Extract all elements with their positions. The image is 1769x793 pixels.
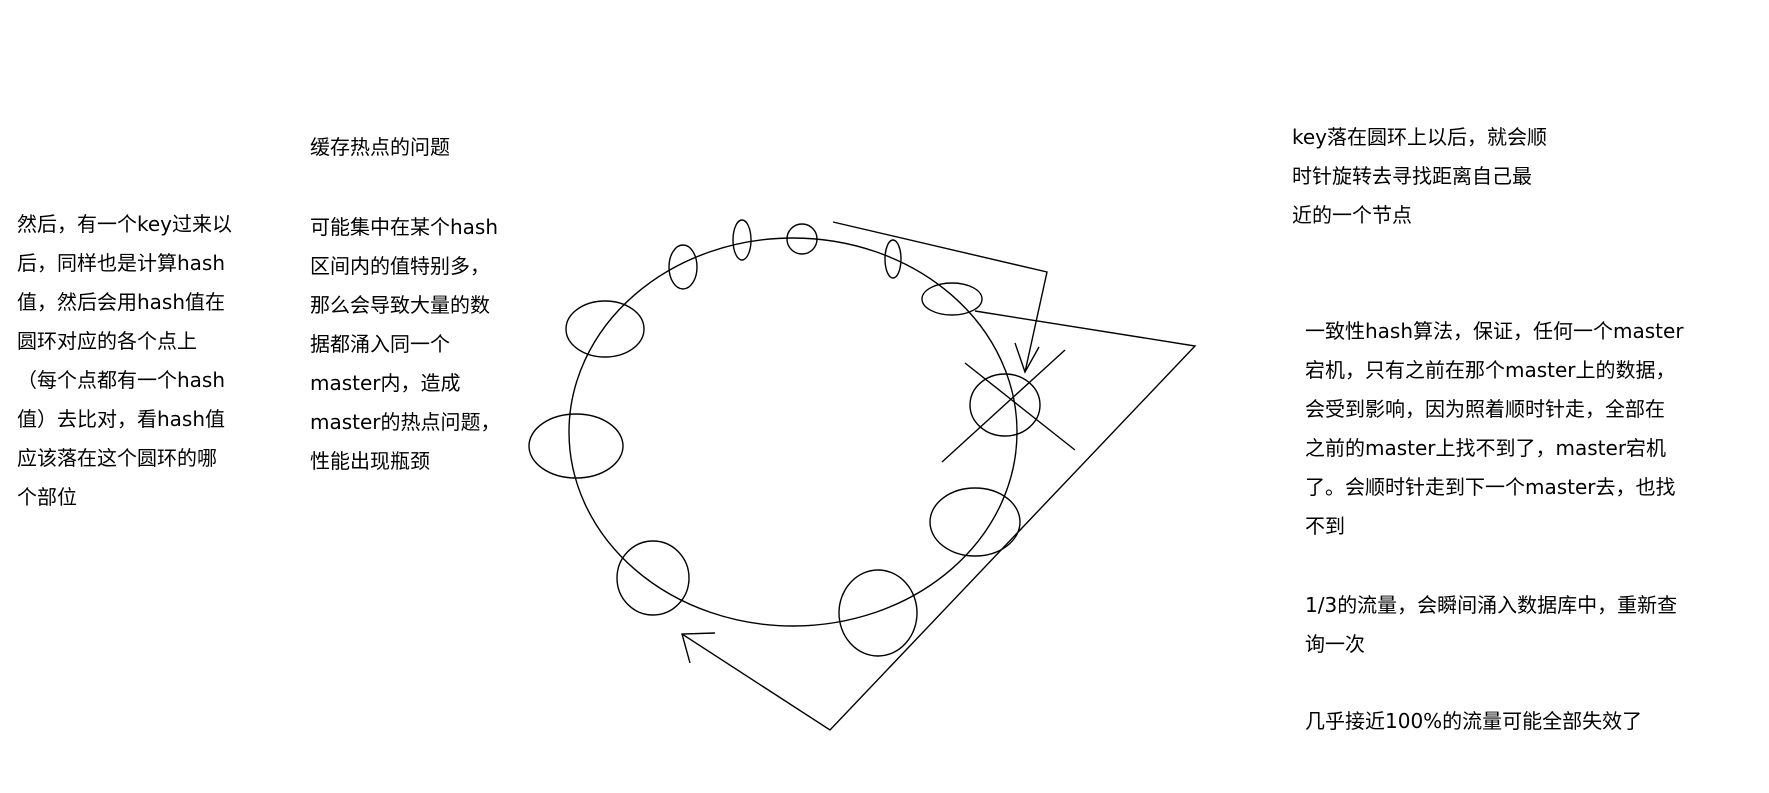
consistent-hash-note: 一致性hash算法，保证，任何一个master 宕机，只有之前在那个master… [1305,319,1684,538]
all-traffic-note: 几乎接近100%的流量可能全部失效了 [1305,709,1643,733]
ring-node [884,239,902,279]
clockwise-path-arrowhead [681,632,716,664]
ring-node [838,569,918,657]
clockwise-lookup-note: key落在圆环上以后，就会顺 时针旋转去寻找距离自己最 近的一个节点 [1292,125,1548,227]
ring-node-failed [969,373,1041,437]
clockwise-path-line [681,310,1197,731]
key-lookup-note: 然后，有一个key过来以 后，同样也是计算hash 值，然后会用hash值在 圆… [17,212,233,509]
one-third-traffic-note: 1/3的流量，会瞬间涌入数据库中，重新查 询一次 [1305,593,1678,656]
ring-node [565,300,645,358]
ring-node [616,540,690,616]
cache-hotspot-note: 可能集中在某个hash 区间内的值特别多， 那么会导致大量的数 据都涌入同一个 … [310,215,501,473]
failed-node-cross-stroke [941,349,1066,463]
clockwise-pointer-arrowhead [1014,342,1040,374]
ring-node [786,223,818,255]
ring-node [528,413,624,479]
ring-node [921,282,983,316]
ring-node [929,487,1021,557]
clockwise-pointer-line [832,221,1048,373]
ring-node [668,244,698,290]
hash-ring [568,237,1018,627]
failed-node-cross-stroke [964,362,1076,451]
cache-hotspot-title: 缓存热点的问题 [310,135,450,159]
ring-node [732,219,752,261]
